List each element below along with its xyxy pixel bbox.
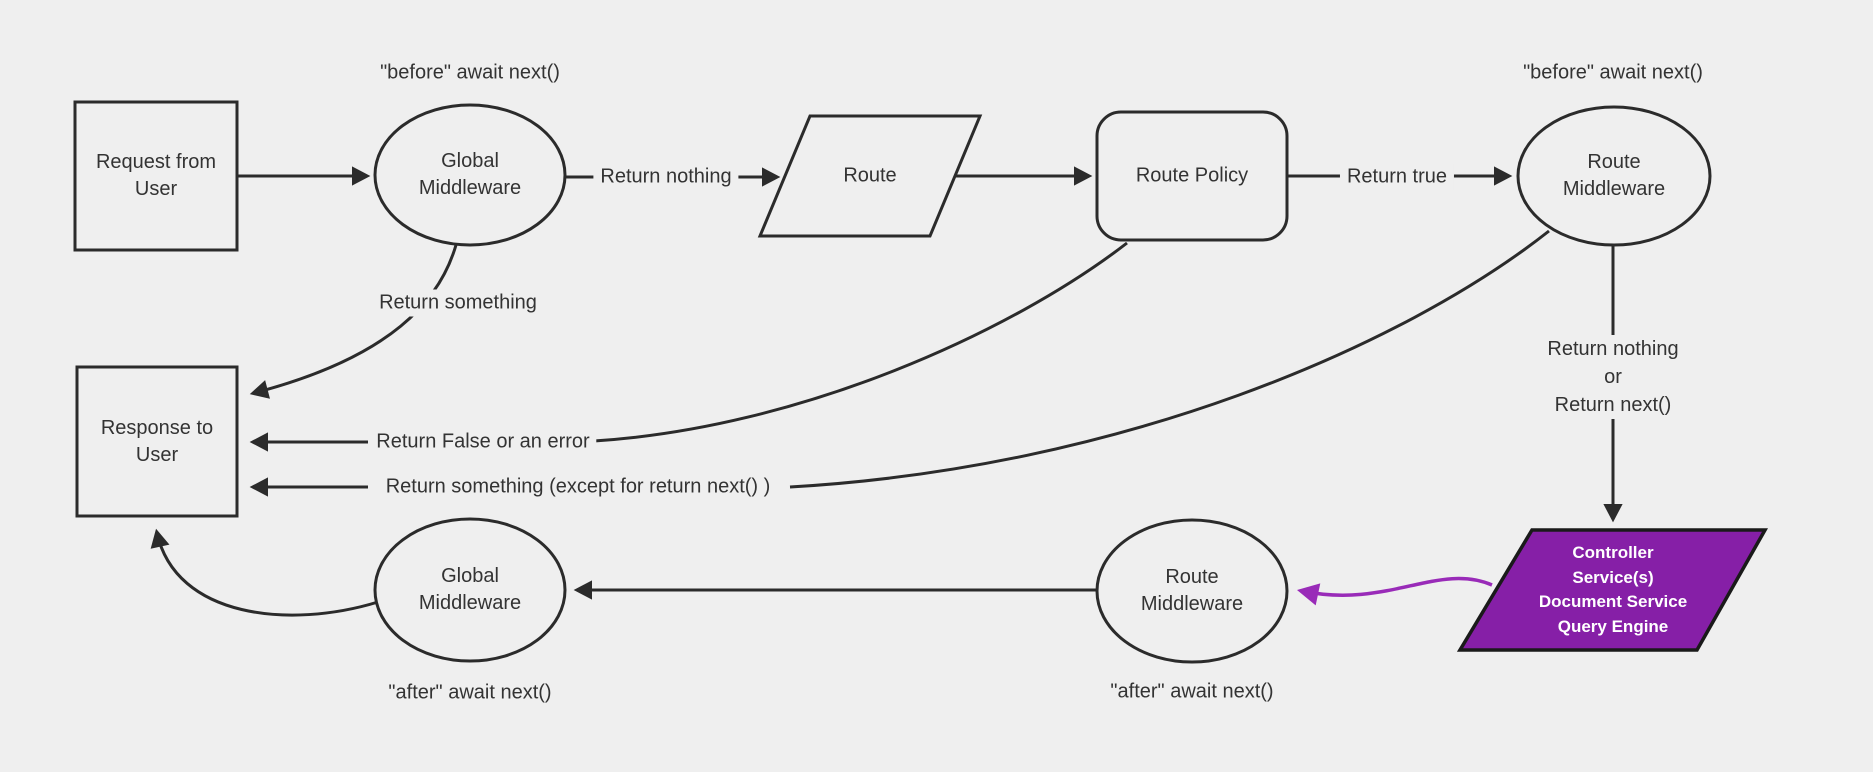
before-await-next-label-left: "before" await next() [380,61,560,84]
after-await-next-label-right: "after" await next() [1110,680,1274,703]
route-policy-box [1095,110,1289,242]
return-nothing-or-next-label: Return nothing or Return next() [1539,335,1687,419]
global-middleware-top-ellipse [373,103,567,247]
route-parallelogram [757,114,983,238]
return-something-label: Return something [372,289,544,317]
return-false-or-error-label: Return False or an error [369,428,597,456]
edge-route-middleware-to-response-curve [789,229,1550,489]
response-to-user-box [75,365,239,518]
route-middleware-top-ellipse [1516,105,1712,247]
edge-route-policy-to-response-curve [593,241,1128,443]
request-from-user-box [73,100,239,252]
controller-parallelogram [1456,528,1769,652]
return-true-label: Return true [1339,163,1455,191]
return-something-except-label: Return something (except for return next… [378,473,778,501]
before-await-next-label-right: "before" await next() [1523,61,1703,84]
edge-global-middleware-to-response [249,244,458,399]
route-middleware-bottom-ellipse [1095,518,1289,664]
after-await-next-label-left: "after" await next() [388,681,552,704]
edge-global-middleware-to-response-bottom [150,528,379,617]
edge-controller-to-route-middleware [1297,576,1493,606]
global-middleware-bottom-ellipse [373,517,567,663]
return-nothing-label: Return nothing [593,163,739,191]
